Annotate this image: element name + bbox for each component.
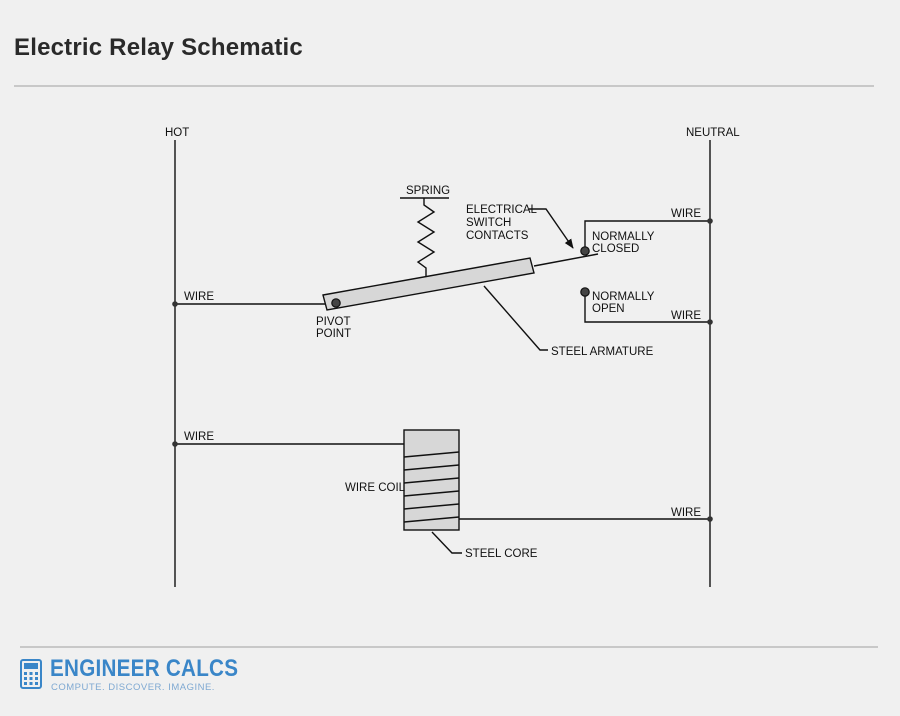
wire-label-nc: WIRE: [671, 208, 701, 220]
armature-leader: [483, 285, 548, 351]
footer-divider: [20, 646, 878, 648]
steel-core-label: STEEL CORE: [465, 548, 538, 560]
coil-windings: [403, 451, 460, 523]
contacts-label-line3: CONTACTS: [466, 230, 529, 242]
pivot-label-line1: PIVOT: [316, 316, 351, 328]
pivot-label-line2: POINT: [316, 328, 351, 340]
normally-closed-label-line2: CLOSED: [592, 243, 639, 255]
junction-dot: [707, 218, 713, 224]
steel-armature: [322, 257, 535, 311]
brand-tagline: COMPUTE. DISCOVER. IMAGINE.: [51, 682, 215, 693]
normally-open-label-line2: OPEN: [592, 303, 625, 315]
calculator-icon: [20, 659, 42, 689]
spring: [416, 198, 436, 277]
normally-open-label-line1: NORMALLY: [592, 291, 655, 303]
normally-closed-contact: [580, 246, 590, 256]
junction-dot: [707, 516, 713, 522]
wire-coil-label: WIRE COIL: [345, 482, 406, 494]
armature-label: STEEL ARMATURE: [551, 346, 654, 358]
junction-dot: [707, 319, 713, 325]
hot-label: HOT: [165, 127, 189, 139]
wire-no-to-neutral: [584, 292, 710, 323]
wire-label-no: WIRE: [671, 310, 701, 322]
wire-label-coil-neutral: WIRE: [671, 507, 701, 519]
junction-dot: [172, 441, 178, 447]
title-divider: [14, 85, 874, 87]
contacts-label-line1: ELECTRICAL: [466, 204, 538, 216]
junction-dot: [172, 301, 178, 307]
neutral-label: NEUTRAL: [686, 127, 740, 139]
contacts-leader: [529, 208, 574, 249]
pivot-point: [331, 298, 341, 308]
spring-label: SPRING: [406, 185, 450, 197]
wire-label-pivot: WIRE: [184, 291, 214, 303]
wire-label-coil: WIRE: [184, 431, 214, 443]
page-title: Electric Relay Schematic: [14, 34, 303, 61]
wire-nc-to-neutral: [584, 220, 710, 251]
armature-contact-arm: [533, 253, 599, 267]
normally-open-contact: [580, 287, 590, 297]
steel-core-leader: [431, 531, 462, 554]
brand-name: ENGINEER CALCS: [50, 655, 239, 682]
contacts-label-line2: SWITCH: [466, 217, 511, 229]
normally-closed-label-line1: NORMALLY: [592, 231, 655, 243]
